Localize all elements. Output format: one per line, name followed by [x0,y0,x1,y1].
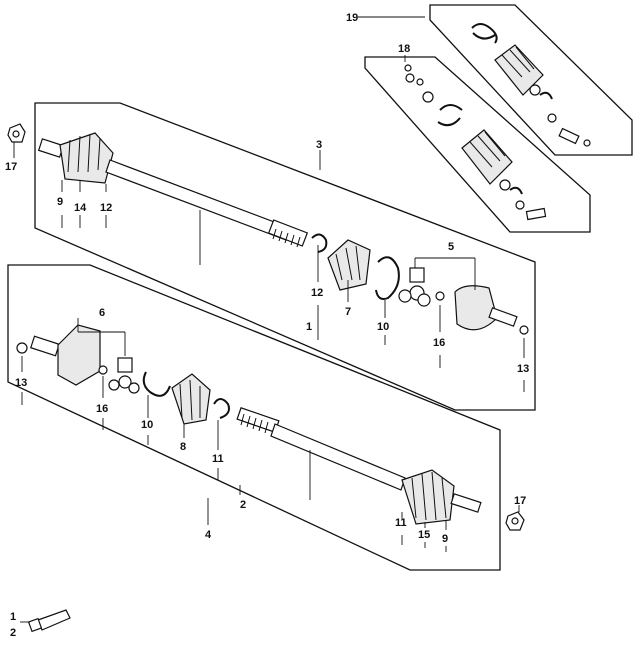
lower-ring-16 [98,365,108,375]
lower-tripod [108,357,140,394]
label-2-tube: 2 [10,627,16,639]
inner-boot [461,129,513,185]
label-5: 5 [448,241,454,253]
upper-inner-housing [454,285,498,331]
upper-clip-12 [311,233,328,253]
boot-kit-large-frame [429,4,633,156]
label-2-shaft: 2 [240,499,246,511]
label-10-upper: 10 [377,321,389,333]
label-15: 15 [418,529,430,541]
outer-boot [494,44,544,96]
label-9-lower: 9 [442,533,448,545]
label-6: 6 [99,307,105,319]
lower-clip-11 [213,398,230,419]
label-9-upper: 9 [57,196,63,208]
label-19: 19 [346,12,358,24]
upper-clip-10 [375,256,400,300]
upper-shaft-bar [105,159,291,241]
lower-ring-13 [16,342,28,354]
lower-shaft-bar [270,423,406,491]
lower-inner-stub [30,335,60,357]
upper-driveshaft [37,132,529,335]
leader-lines [13,16,525,623]
upper-assembly-frame [34,102,536,411]
label-13-upper: 13 [517,363,529,375]
label-17-lower: 17 [514,495,526,507]
label-17-upper: 17 [5,161,17,173]
lower-spline [236,407,280,433]
label-14: 14 [74,202,87,214]
lower-outer-stub [450,493,482,513]
upper-outer-stub [37,138,65,158]
label-11-lower-left: 11 [212,453,224,465]
label-16-lower: 16 [96,403,108,415]
lower-driveshaft [16,324,482,525]
lower-assembly-frame [7,264,501,571]
boot-kit-small-frame [364,56,591,233]
label-13-lower: 13 [15,377,27,389]
callout-labels: 19 18 17 3 9 14 12 12 1 7 10 5 16 13 6 1… [5,12,529,639]
label-8: 8 [180,441,186,453]
boot-ring [529,84,541,96]
axle-nut-upper [7,123,26,143]
boot-band-clip [471,23,498,44]
grease-tube [27,609,71,633]
grease-tube-19 [558,127,580,145]
label-16-upper: 16 [433,337,445,349]
upper-outer-boot [59,132,114,184]
label-3: 3 [316,139,322,151]
label-18: 18 [398,43,410,55]
label-12-upper-right: 12 [311,287,323,299]
boot-band-clip-2 [472,32,496,40]
lower-inner-housing-6 [57,324,101,386]
label-1-upper: 1 [306,321,312,333]
upper-inner-stub [488,307,518,327]
boot-kit-18 [404,64,547,221]
label-10-lower: 10 [141,419,153,431]
label-7: 7 [345,306,351,318]
label-4: 4 [205,529,212,541]
grease-tube-18 [525,207,547,221]
label-1-tube: 1 [10,611,16,623]
lower-clip-10 [142,371,171,397]
boot-kit-19 [471,23,591,147]
upper-ring-16 [435,291,445,301]
upper-ring-13 [519,325,529,335]
upper-tripod-5 [398,267,431,307]
label-11-lower-right: 11 [395,517,407,529]
label-12-upper-left: 12 [100,202,112,214]
axle-nut-lower [505,511,525,531]
